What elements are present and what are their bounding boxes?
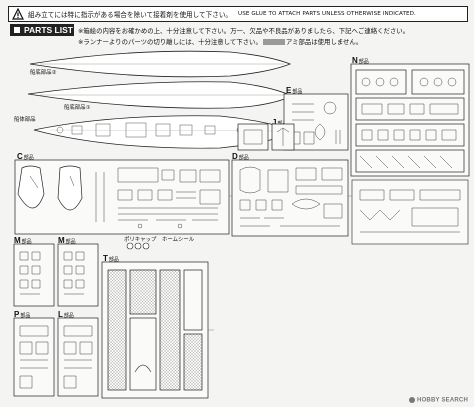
parts-note-2: ※ランナーよりのパーツの切り離しには、十分注意して下さい。 アミ部品は使用しません… [78,37,362,46]
hull-bottom-1-label: 船底部品① [64,105,91,111]
section-m2-label: M部品 [58,236,76,245]
section-m1-label: M部品 [14,236,32,245]
watermark-text: HOBBY SEARCH [417,398,468,404]
sprue-n-extra [351,179,469,245]
sprue-h-j [237,123,295,151]
parts-list-title: PARTS LIST [10,24,74,36]
section-l-label: L部品 [58,310,74,319]
section-p-label: P部品 [14,310,31,319]
section-c-label: C部品 [17,152,34,161]
sprue-p-l [13,317,99,397]
section-e-label: E部品 [286,86,303,95]
parts-note-2a: ※ランナーよりのパーツの切り離しには、十分注意して下さい。 [78,38,262,46]
parts-list-title-text: PARTS LIST [24,25,73,35]
hull-bottom-2-label: 船底部品② [30,70,57,76]
glue-warning-banner: 組み立てには特に指示がある場合を除いて接着剤を使用して下さい。 USE GLUE… [8,6,468,22]
polycap-label: ポリキャップ [124,237,157,243]
section-t-label: T部品 [103,254,119,263]
warning-text-jp: 組み立てには特に指示がある場合を除いて接着剤を使用して下さい。 [28,11,233,19]
warning-icon [11,7,25,21]
sprue-d [231,159,349,237]
hull-bottom-2 [29,50,292,78]
section-d-label: D部品 [232,152,249,161]
parts-note-1: ※箱絵の内容をお確かめの上、十分注意して下さい。万一、欠品や不良品がありましたら… [78,27,410,35]
hull-bottom-1 [27,81,293,109]
hull-deck-label: 船体部品 [14,117,36,123]
sprue-t [101,261,209,399]
section-n-label: N部品 [352,56,369,65]
warning-text-en: USE GLUE TO ATTACH PARTS UNLESS OTHERWIS… [238,11,416,17]
hobby-search-logo-icon [409,397,416,404]
polycaps [126,242,150,250]
mesh-parts-swatch [262,39,285,45]
hull-seal-label: ホームシール [162,237,195,243]
sprue-m [13,243,99,307]
hobby-search-watermark: HOBBY SEARCH [409,397,468,404]
sprue-c [14,159,230,235]
sprue-e [283,93,349,151]
square-bullet-icon [14,27,20,33]
parts-note-2b: アミ部品は使用しません。 [285,38,363,46]
hull-deck [33,115,302,149]
sprue-n [350,63,470,177]
